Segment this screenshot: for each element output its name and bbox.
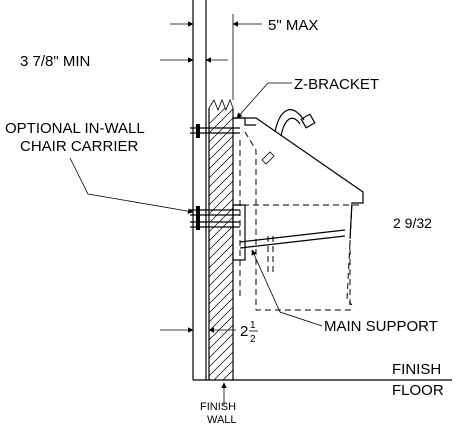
wall-hatch-line [209,108,226,125]
sink-body [233,117,364,311]
wall-hatch-line [209,180,233,206]
wall-hatch-line [209,270,233,296]
wall-hatch-line [209,252,233,278]
label-finish: FINISH [392,361,441,378]
wall-hatch-line [209,342,233,368]
wall-hatch-line [209,261,233,287]
wall-hatch-line [209,243,233,269]
fraction-2-1-2: 2 1 2 [240,320,258,345]
wall-hatch-line [209,297,233,323]
wall-bolts [190,124,240,230]
wall-hatch-line [209,216,233,242]
leader-lines [69,82,452,405]
wall-hatch-line [209,108,233,134]
fraction-denominator: 2 [250,334,256,345]
wall-hatch-line [209,162,233,188]
label-chair-carrier: CHAIR CARRIER [20,138,139,155]
wall-hatch-line [209,351,233,377]
fraction-whole: 2 [240,323,248,340]
wall-hatch-line [209,324,233,350]
wall-hatch-line [209,306,233,332]
wall-hatch-line [209,153,233,179]
wall-hatch-line [209,144,233,170]
wall-hatch-line [209,225,233,251]
wall-hatch-line [209,126,233,152]
wall-hatch-line [209,171,233,197]
wall-hatch-line [209,135,233,161]
wall-hatch-line [209,234,233,260]
wall-hatch-line [213,360,233,380]
label-finish-wall-1: FINISH [200,401,236,413]
wall-hatch-line [209,117,233,143]
wall-hatch-line [209,315,233,341]
label-floor: FLOOR [392,382,444,399]
main-support [232,204,346,272]
z-bracket [233,117,256,126]
wall-hatch-line [209,198,233,224]
wall-hatch-line [209,333,233,359]
wall-hatch-line [209,279,233,305]
wall-hatch-line [231,378,233,380]
wall-hatch-line [209,288,233,314]
label-z-bracket: Z-BRACKET [294,76,379,93]
wall-hatch-line [209,207,233,233]
label-3-7-8-min: 3 7/8" MIN [20,53,90,70]
wall-hatch-line [222,369,233,380]
finish-wall [208,98,234,380]
label-optional-in-wall: OPTIONAL IN-WALL [5,120,145,137]
label-2-9-32: 2 9/32 [393,215,432,231]
fraction-numerator: 1 [250,320,256,331]
label-finish-wall-2: WALL [207,414,237,425]
label-main-support: MAIN SUPPORT [324,318,438,335]
label-5-max: 5" MAX [268,17,318,34]
faucet [261,109,316,165]
dimension-lines [160,14,262,333]
chair-carrier [192,0,207,380]
